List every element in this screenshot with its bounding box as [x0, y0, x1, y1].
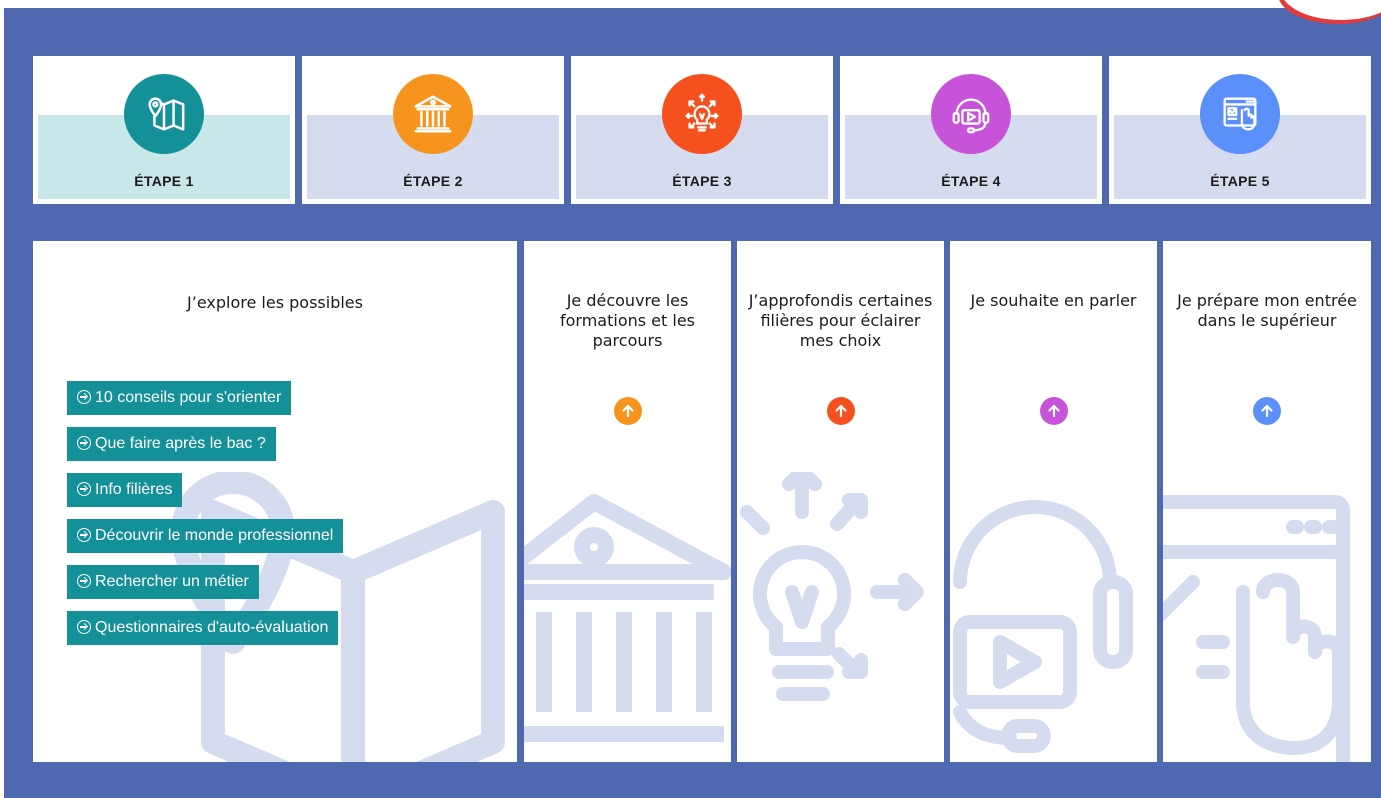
step-label: ÉTAPE 2: [403, 173, 463, 189]
arrow-circle-icon: [77, 620, 91, 634]
institution-building-icon: [393, 74, 473, 154]
link-label: Que faire après le bac ?: [95, 435, 266, 452]
step-tab-1[interactable]: ÉTAPE 1: [33, 56, 295, 204]
headset-video-icon: [931, 74, 1011, 154]
link-conseils-orienter[interactable]: 10 conseils pour s'orienter: [67, 381, 292, 415]
arrow-circle-icon: [77, 482, 91, 496]
arrow-circle-icon: [77, 390, 91, 404]
arrow-circle-icon: [77, 528, 91, 542]
arrow-circle-icon: [77, 574, 91, 588]
panel-step-5: Je prépare mon entrée dans le supérieur: [1163, 241, 1371, 762]
panel-step-3: J’approfondis certaines filières pour éc…: [737, 241, 944, 762]
step-label: ÉTAPE 3: [672, 173, 732, 189]
scroll-up-button[interactable]: [826, 397, 855, 425]
panel-title: Je prépare mon entrée dans le supérieur: [1177, 291, 1357, 330]
lightbulb-watermark-icon: [740, 472, 924, 701]
link-label: Rechercher un métier: [95, 573, 249, 590]
arrow-circle-icon: [77, 436, 91, 450]
scroll-up-button[interactable]: [1039, 397, 1068, 425]
step-label: ÉTAPE 4: [941, 173, 1001, 189]
map-pin-icon: [124, 74, 204, 154]
panel-title: Je souhaite en parler: [970, 291, 1137, 310]
panel-title: J’approfondis certaines filières pour éc…: [748, 291, 933, 350]
panel-title: Je découvre les formations et les parcou…: [559, 291, 695, 350]
headset-watermark-icon: [953, 500, 1133, 753]
browser-touch-icon: [1200, 74, 1280, 154]
link-apres-bac[interactable]: Que faire après le bac ?: [67, 427, 276, 461]
link-label: Info filières: [95, 481, 173, 498]
building-watermark-icon: [524, 494, 731, 742]
step-tab-5[interactable]: ÉTAPE 5: [1109, 56, 1371, 204]
top-strip: [0, 0, 1381, 8]
link-questionnaires[interactable]: Questionnaires d'auto-évaluation: [67, 611, 339, 645]
step-tab-2[interactable]: ÉTAPE 2: [302, 56, 564, 204]
link-label: Questionnaires d'auto-évaluation: [95, 619, 329, 636]
link-label: Découvrir le monde professionnel: [95, 527, 334, 544]
link-rechercher-metier[interactable]: Rechercher un métier: [67, 565, 259, 599]
lightbulb-ideas-icon: [662, 74, 742, 154]
step-tab-4[interactable]: ÉTAPE 4: [840, 56, 1102, 204]
panel-step-4: Je souhaite en parler: [950, 241, 1157, 762]
step-tab-3[interactable]: ÉTAPE 3: [571, 56, 833, 204]
link-monde-professionnel[interactable]: Découvrir le monde professionnel: [67, 519, 344, 553]
browser-watermark-icon: [1163, 495, 1350, 762]
panel-step-1: J’explore les possibles 10 conseils pour…: [33, 241, 517, 762]
link-info-filieres[interactable]: Info filières: [67, 473, 183, 507]
step-label: ÉTAPE 5: [1210, 173, 1270, 189]
scroll-up-button[interactable]: [613, 397, 642, 425]
scroll-up-button[interactable]: [1253, 397, 1281, 425]
panel-title: J’explore les possibles: [187, 293, 363, 312]
panel-step-2: Je découvre les formations et les parcou…: [524, 241, 731, 762]
step-label: ÉTAPE 1: [134, 173, 194, 189]
link-label: 10 conseils pour s'orienter: [95, 389, 282, 406]
